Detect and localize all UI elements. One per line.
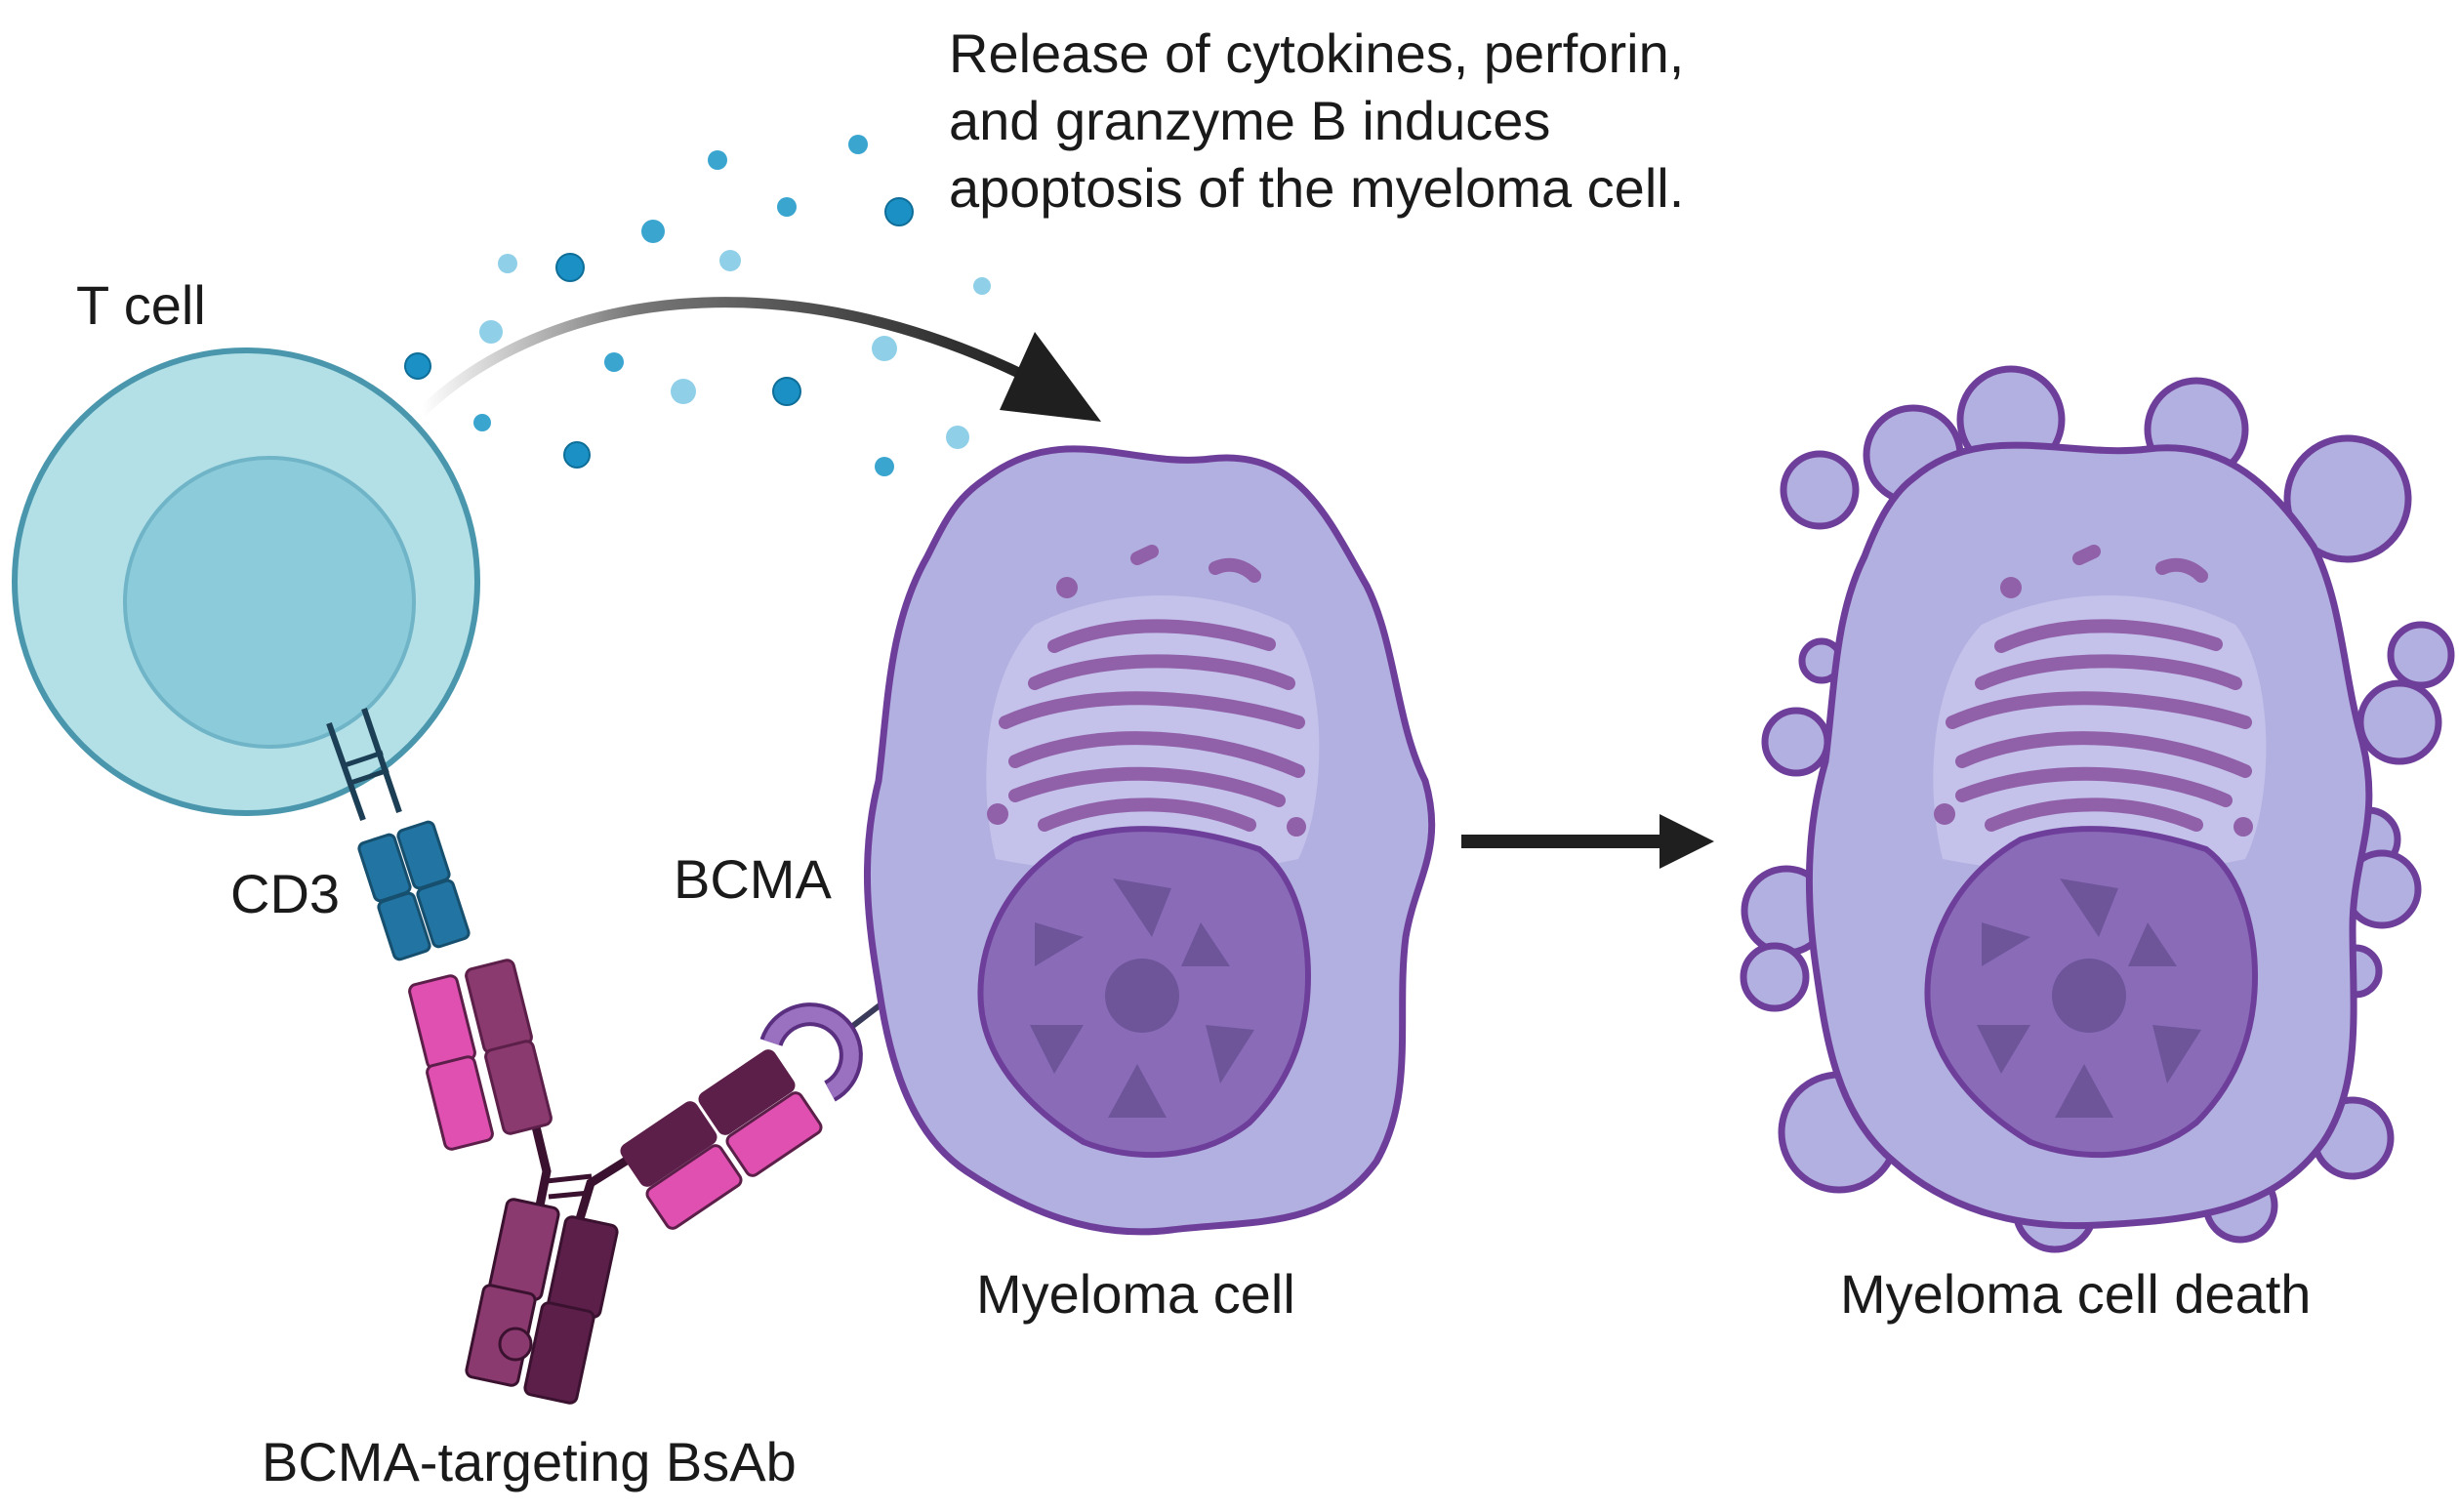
release-caption: Release of cytokines, perforin, and gran… — [949, 20, 1886, 222]
t-cell-icon — [12, 347, 480, 816]
right-arrow-icon — [1461, 814, 1714, 869]
dying-myeloma-cell-icon — [1740, 365, 2455, 1253]
release-caption-line-2: and granzyme B induces — [949, 90, 1551, 151]
granule-icons — [404, 135, 991, 476]
bcma-label: BCMA — [674, 848, 832, 910]
myeloma-death-label: Myeloma cell death — [1840, 1263, 2312, 1325]
myeloma-cell-label: Myeloma cell — [976, 1263, 1295, 1325]
release-caption-line-1: Release of cytokines, perforin, — [949, 22, 1685, 84]
t-cell-label: T cell — [76, 274, 206, 336]
bispecific-antibody-icon — [408, 959, 823, 1405]
myeloma-cell-icon — [863, 445, 1436, 1236]
cd3-receptor-icon — [326, 708, 471, 961]
curved-arrow-icon — [418, 297, 1101, 422]
bsab-label: BCMA-targeting BsAb — [262, 1431, 797, 1492]
release-caption-line-3: apoptosis of the myeloma cell. — [949, 157, 1685, 219]
cd3-label: CD3 — [230, 863, 341, 924]
